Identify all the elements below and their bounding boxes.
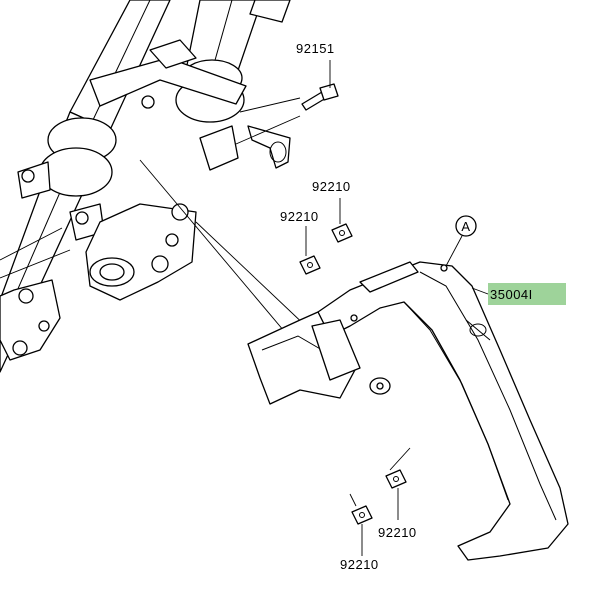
label-92210-upper-left: 92210 <box>280 209 319 224</box>
part-number-highlight <box>488 283 566 305</box>
front-fender <box>247 261 569 561</box>
nut-lower-right <box>385 447 411 520</box>
bolt-92151 <box>301 60 339 111</box>
label-92151: 92151 <box>296 41 335 56</box>
fork-lower-right <box>85 203 197 301</box>
label-35004I: 35004I <box>490 287 533 302</box>
label-92210-lower-left: 92210 <box>340 557 379 572</box>
fender-label-group: 35004I <box>471 283 566 305</box>
nut-upper-left <box>299 226 321 275</box>
fork-brace <box>89 39 247 109</box>
nut-lower-left <box>349 493 373 556</box>
callout-a-letter: A <box>461 219 470 234</box>
label-92210-lower-right: 92210 <box>378 525 417 540</box>
nut-upper-right <box>331 198 353 243</box>
fork-lower-left <box>0 161 105 361</box>
callout-a: A <box>445 215 477 267</box>
assembly-lines <box>0 97 311 351</box>
hose-clamp <box>199 125 291 171</box>
label-92210-upper-right: 92210 <box>312 179 351 194</box>
